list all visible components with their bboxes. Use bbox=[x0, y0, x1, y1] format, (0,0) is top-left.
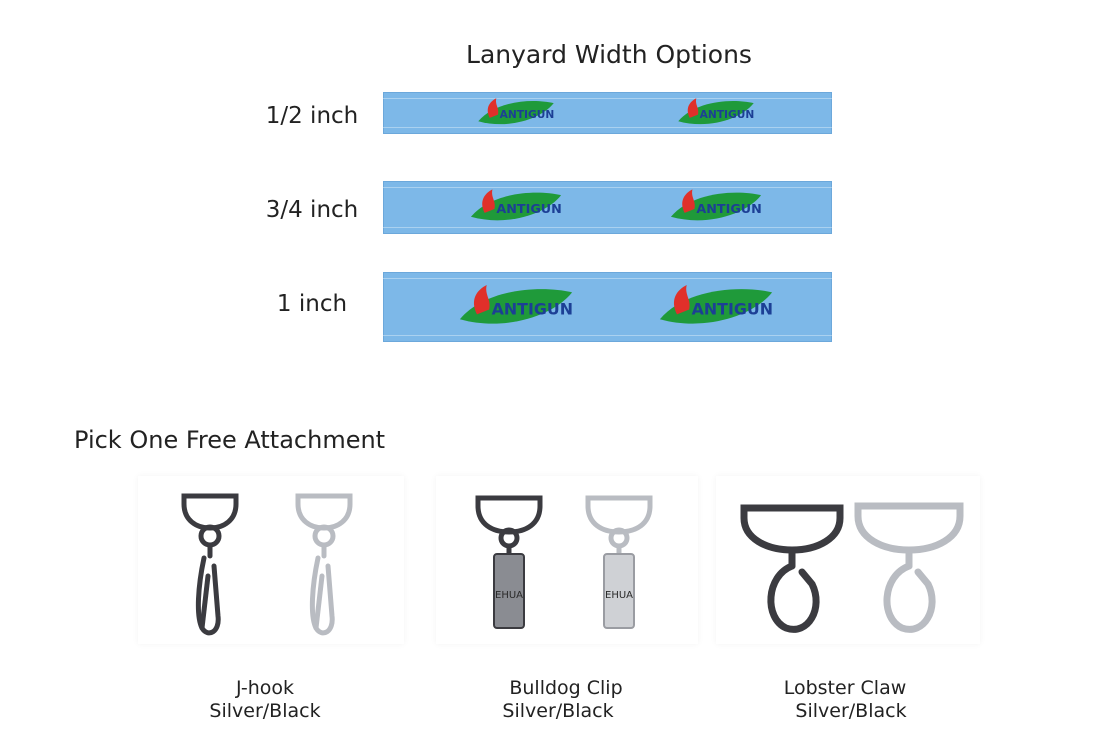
lanyard-strap-one-inch: ANTIGUN ANTIGUN bbox=[383, 272, 832, 342]
attachment-panel-j-hook bbox=[138, 476, 404, 644]
attachments-section-title: Pick One Free Attachment bbox=[74, 426, 386, 454]
attachment-color-lobster-claw: Silver/Black bbox=[795, 700, 907, 722]
leaf-flame-logo-icon: ANTIGUN bbox=[459, 285, 573, 324]
lanyard-strap-half-inch: ANTIGUN ANTIGUN bbox=[383, 92, 832, 134]
clip-brand-text: EHUA bbox=[495, 590, 523, 601]
clip-brand-text: EHUA bbox=[605, 590, 633, 601]
attachment-color-j-hook: Silver/Black bbox=[209, 700, 321, 722]
lanyard-strap-three-quarter-inch: ANTIGUN ANTIGUN bbox=[383, 181, 832, 234]
svg-text:ANTIGUN: ANTIGUN bbox=[700, 108, 755, 121]
lobster-claw-icon bbox=[740, 502, 964, 633]
leaf-flame-logo-icon: ANTIGUN bbox=[678, 98, 755, 125]
leaf-flame-logo-icon: ANTIGUN bbox=[659, 285, 773, 324]
attachment-name-lobster-claw: Lobster Claw bbox=[783, 677, 907, 699]
bulldog-clip-icon: EHUA EHUA bbox=[475, 495, 653, 629]
attachment-panel-bulldog-clip: EHUA EHUA bbox=[436, 476, 698, 644]
attachment-name-bulldog-clip: Bulldog Clip bbox=[509, 677, 623, 699]
width-label-one: 1 inch bbox=[276, 291, 348, 317]
leaf-flame-logo-icon: ANTIGUN bbox=[478, 98, 555, 125]
width-label-half: 1/2 inch bbox=[265, 103, 359, 129]
attachment-panel-lobster-claw bbox=[716, 476, 980, 644]
j-hook-icon bbox=[181, 493, 353, 636]
svg-text:ANTIGUN: ANTIGUN bbox=[500, 108, 555, 121]
svg-text:ANTIGUN: ANTIGUN bbox=[492, 299, 573, 318]
svg-text:ANTIGUN: ANTIGUN bbox=[496, 202, 561, 217]
attachment-color-bulldog-clip: Silver/Black bbox=[502, 700, 614, 722]
attachment-name-j-hook: J-hook bbox=[235, 677, 295, 699]
width-label-three-quarter: 3/4 inch bbox=[265, 197, 359, 223]
svg-text:ANTIGUN: ANTIGUN bbox=[696, 202, 761, 217]
svg-text:ANTIGUN: ANTIGUN bbox=[692, 299, 773, 318]
page-title: Lanyard Width Options bbox=[466, 40, 752, 69]
leaf-flame-logo-icon: ANTIGUN bbox=[670, 189, 762, 221]
leaf-flame-logo-icon: ANTIGUN bbox=[470, 189, 562, 221]
